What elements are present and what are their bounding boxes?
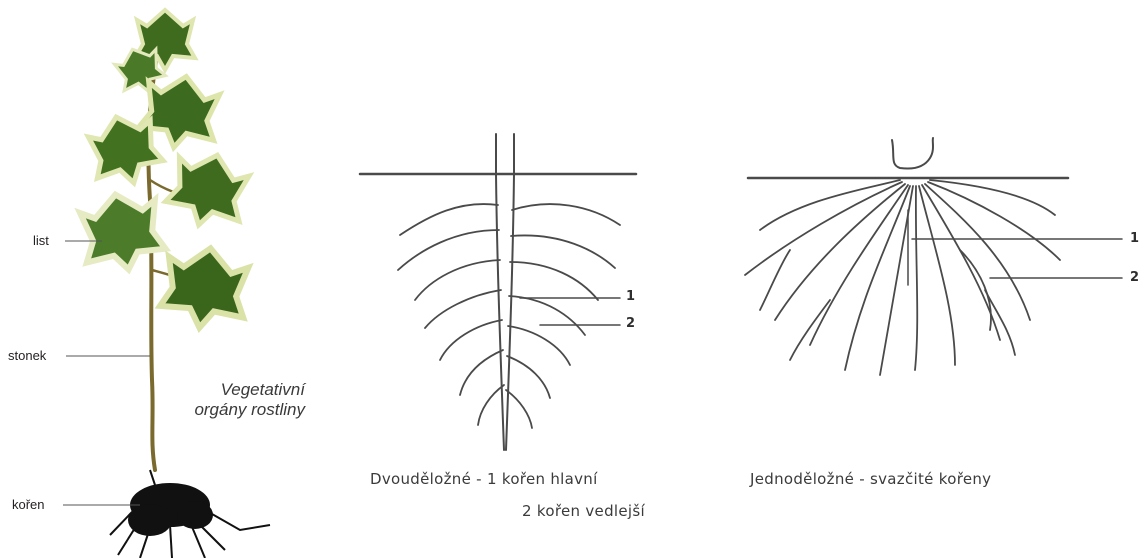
- monocot-stem-base: [892, 138, 933, 169]
- monocot-marker-lines: [908, 210, 1122, 285]
- monocot-marker-2: 2: [1130, 270, 1139, 285]
- monocot-marker-1: 1: [1130, 231, 1139, 246]
- monocot-caption: Jednoděložné - svazčité kořeny: [750, 470, 991, 488]
